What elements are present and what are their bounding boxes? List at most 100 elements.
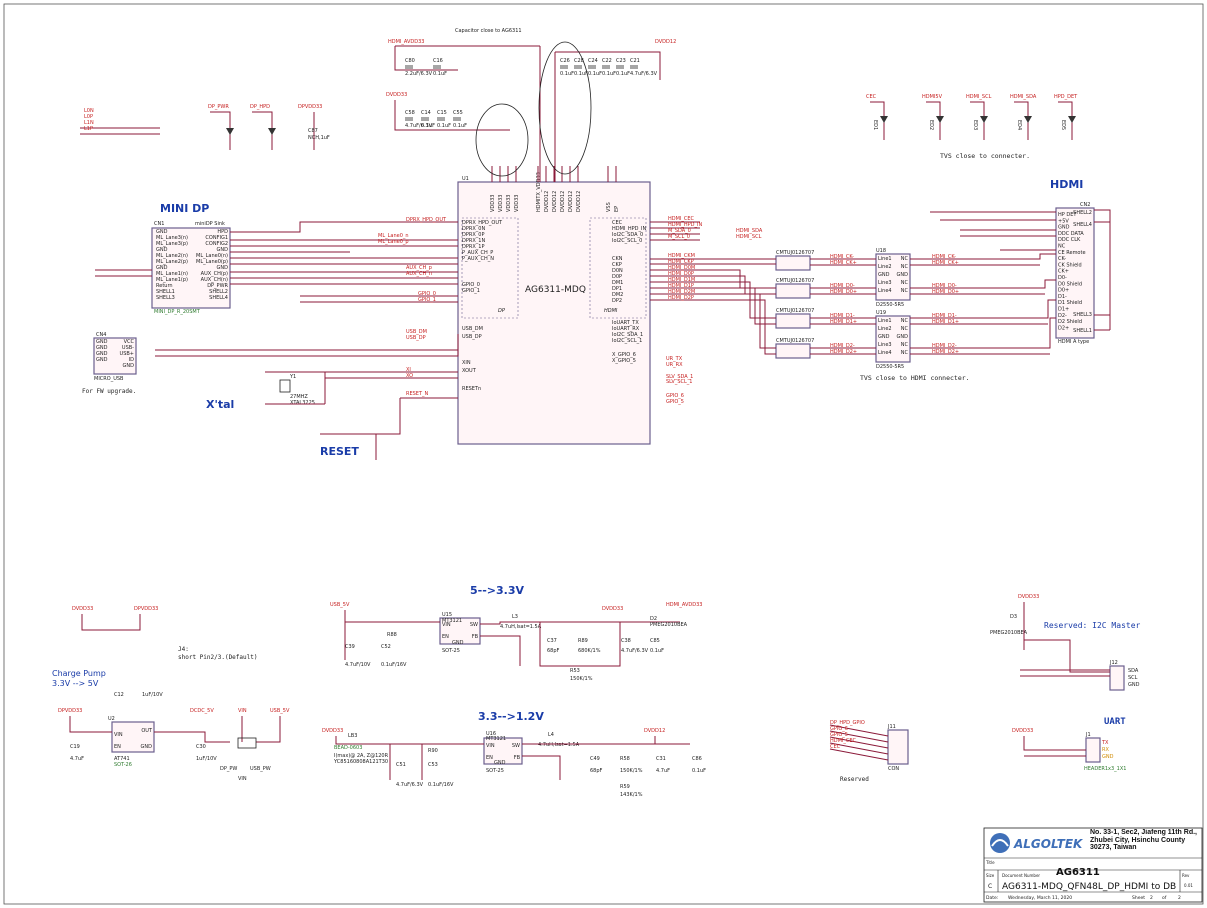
reg33-section: 5-->3.3V U15 MT3121 SOT-25 L3 4.7uH,Isat… bbox=[330, 584, 702, 682]
cp-part: C19 bbox=[70, 744, 80, 750]
ic-left-pin: P_AUX_CH_P bbox=[462, 250, 493, 256]
cp-part: 4.7uF bbox=[70, 756, 84, 762]
lane-net: L0N bbox=[84, 108, 94, 114]
tvs-nc-label: NC bbox=[901, 318, 909, 324]
cm-choke-4 bbox=[775, 343, 811, 359]
dp-left-net: XI bbox=[406, 367, 411, 373]
hdmi-pin: +5V bbox=[1058, 218, 1069, 224]
cp-pin: EN bbox=[114, 744, 121, 750]
tvs-u18-part: D2550-5R5 bbox=[876, 302, 904, 308]
hdmi-right-net: HDMI_CKP bbox=[668, 259, 694, 265]
reg12-part: 4.7uF/6.3V bbox=[396, 782, 424, 788]
reserved-connector: J11 CON DP_HPD_GPIOGPIO_6GPIO_5HDMI_CECC… bbox=[829, 720, 909, 783]
usb-ref: CN4 bbox=[96, 332, 106, 338]
mdp-left-pin: GND bbox=[156, 229, 168, 235]
title-value: AG6311 bbox=[1056, 867, 1100, 878]
mdp-right-pin: GND bbox=[217, 265, 229, 271]
top-cap-ref: C15 bbox=[437, 110, 447, 116]
ic-right-pin: IoI2C_SDA_1 bbox=[612, 332, 643, 338]
ic-left-pin: GPIO_0 bbox=[462, 282, 480, 288]
ic-u1-body bbox=[457, 181, 651, 445]
hdmi-pin: D0+ bbox=[1058, 288, 1069, 294]
hdmi-pin: CK+ bbox=[1058, 269, 1069, 275]
hdmi-right-net: HDMI_D0M bbox=[668, 265, 695, 271]
mdp-left-pin: SHELL1 bbox=[156, 289, 175, 295]
dp-left-net: SLV_SDA_1 bbox=[666, 374, 693, 380]
reg12-pin: FB bbox=[514, 755, 521, 761]
esd-top-net: HDMI5V bbox=[922, 94, 943, 100]
top-cap-ref: C26 bbox=[560, 58, 570, 64]
ic-top-pin: HDMITX_VDD33 bbox=[536, 172, 542, 212]
tvs-out-net: HDMI_D0+ bbox=[830, 289, 857, 295]
reg33-ic-ref: U15 bbox=[442, 612, 452, 618]
uart-pin: RX bbox=[1102, 747, 1109, 753]
usb-pin: USB+ bbox=[120, 351, 134, 357]
reg12-section: 3.3-->1.2V U16 MT3121 SOT-25 L4 4.7uH,Is… bbox=[322, 710, 706, 798]
top-cap-ref: C22 bbox=[602, 58, 612, 64]
ic-right-pin: DM1 bbox=[612, 280, 623, 286]
reg33-inductor: L3 bbox=[512, 614, 518, 620]
sheet-border bbox=[3, 3, 1204, 905]
dp-left-net: RESET_N bbox=[406, 391, 429, 397]
c87-val: NCH,1uF bbox=[308, 135, 330, 141]
tvs-nc-label: GND bbox=[897, 334, 909, 340]
ic-top-pin: DVDD12 bbox=[544, 191, 550, 212]
mdp-right-pin: SHELL2 bbox=[209, 289, 228, 295]
tvs-nc-label: NC bbox=[901, 326, 909, 332]
reg33-part: C37 bbox=[547, 638, 557, 644]
ic-top-pin: DVDD12 bbox=[576, 191, 582, 212]
tvs-nc-label: NC bbox=[901, 288, 909, 294]
sheet-value: 2 bbox=[1150, 895, 1153, 901]
tvs-line-label: Line3 bbox=[878, 342, 892, 348]
uart-pin: GND bbox=[1102, 754, 1114, 760]
reg33-part: R89 bbox=[578, 638, 588, 644]
dp-wires bbox=[80, 127, 459, 399]
i2c-pin: SDA bbox=[1128, 668, 1139, 674]
rev-label: Rev bbox=[1182, 873, 1190, 878]
reg12-pin: SW bbox=[512, 743, 520, 749]
ic-right-pin: IoI2C_SCL_1 bbox=[612, 338, 642, 344]
mdp-left-pin: SHELL3 bbox=[156, 295, 175, 301]
tvs-close-note: TVS close to connecter. bbox=[940, 152, 1030, 160]
hdmi-right-net: HDMI_HPD_IN bbox=[668, 222, 702, 228]
usb-pin: GND bbox=[96, 357, 108, 363]
dp-hpd-net: DP_HPD bbox=[250, 104, 270, 110]
mdp-left-pin: ML_Lane3(p) bbox=[156, 241, 188, 247]
cm-choke-part-3: CMTUJ0126707 bbox=[776, 308, 814, 314]
company-address: No. 33-1, Sec2, Jiafeng 11th Rd., Zhubei… bbox=[1090, 829, 1197, 851]
usb-pin: ID bbox=[129, 357, 134, 363]
reg33-pkg: SOT-25 bbox=[442, 648, 460, 654]
reserved-wire bbox=[829, 748, 889, 761]
tvs-out-net-right: HDMI_D2- bbox=[932, 343, 957, 349]
esd-top-label: ED2 bbox=[928, 120, 934, 130]
reg33-part: 0.1uF/16V bbox=[381, 662, 407, 668]
tvs-out-net: HDMI_CK+ bbox=[830, 260, 857, 266]
dp-left-net: UR_RX bbox=[666, 362, 683, 368]
ic-left-pin: DPRX_HPD_OUT bbox=[462, 220, 503, 226]
tvs-line-label: Line2 bbox=[878, 326, 892, 332]
tvs-out-net: HDMI_CK- bbox=[830, 254, 854, 260]
tvs-u18 bbox=[875, 253, 911, 301]
j11-ref: J11 bbox=[887, 724, 896, 730]
reg33-part: D2 bbox=[650, 616, 657, 622]
cp-vin-note: VIN bbox=[238, 776, 247, 782]
reg12-bead-val: BEAD-0603 bbox=[334, 745, 362, 751]
mdp-right-pin: GND bbox=[217, 247, 229, 253]
tvs-out-net-right: HDMI_D1+ bbox=[932, 319, 959, 325]
cp-pin: VIN bbox=[114, 732, 123, 738]
hdmi-pin: CK Shield bbox=[1058, 262, 1082, 268]
reserved-net: CEC bbox=[830, 744, 841, 750]
hdmi-shell: SHELL3 bbox=[1073, 312, 1092, 318]
tvs-nc-label: GND bbox=[897, 272, 909, 278]
dp-left-net: USB_DP bbox=[406, 335, 426, 341]
top-cap-ref: C28 bbox=[574, 58, 584, 64]
reserved-net: HDMI_CEC bbox=[830, 738, 857, 744]
esd-wire bbox=[870, 101, 885, 140]
mdp-left-pin: Return bbox=[156, 283, 173, 289]
esd-diode-icon bbox=[1024, 116, 1032, 123]
dp-left-net: USB_DM bbox=[406, 329, 427, 335]
ic-top-pin: VDD33 bbox=[506, 195, 512, 212]
reg33-part: 4.7uF/10V bbox=[345, 662, 371, 668]
reg12-pin: VIN bbox=[486, 743, 495, 749]
